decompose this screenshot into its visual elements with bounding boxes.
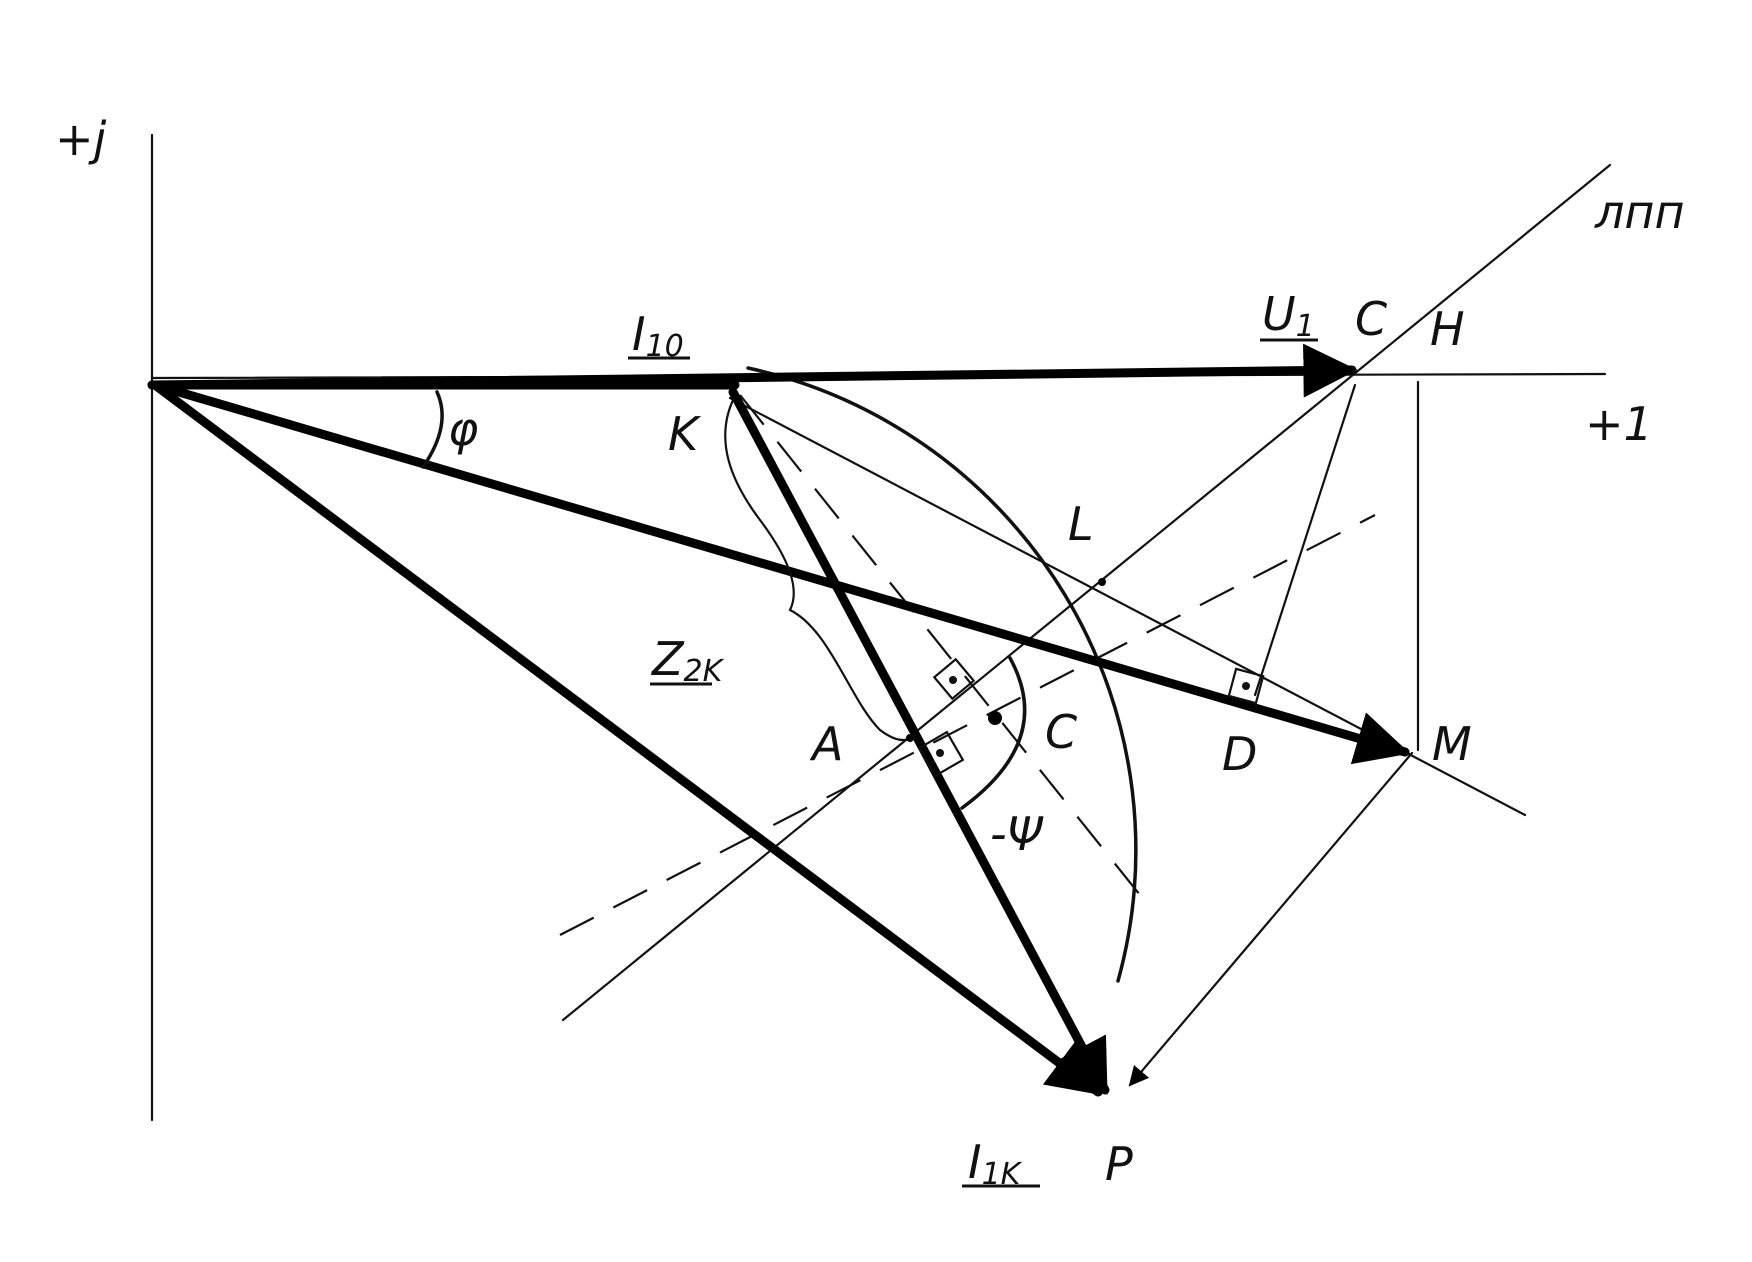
- vector-I1k: [150, 380, 1103, 1097]
- vector-to-M: [150, 380, 1411, 765]
- label-K: K: [668, 407, 702, 461]
- label-I10-main: I: [632, 307, 646, 361]
- label-P: P: [1105, 1137, 1133, 1191]
- right-angle-mid-dot: [949, 676, 957, 684]
- label-axis-real: +1: [1585, 397, 1653, 451]
- label-lpp: лпп: [1594, 185, 1685, 239]
- right-angle-A: [917, 730, 965, 778]
- circle-arc: [746, 366, 1138, 983]
- label-phi: φ: [448, 402, 478, 456]
- label-I1k: I1K: [968, 1135, 1023, 1192]
- dashed-line-1: [559, 514, 1376, 936]
- label-U1: U1: [1262, 287, 1315, 344]
- label-U1-sub: 1: [1296, 309, 1315, 344]
- label-L: L: [1068, 497, 1094, 551]
- label-C-center: C: [1045, 705, 1077, 759]
- phi-arc: [421, 390, 444, 469]
- point-A: [906, 734, 914, 742]
- label-Z2k-main: Z: [650, 632, 685, 686]
- line-C-D: [1253, 383, 1357, 697]
- label-A: A: [809, 717, 843, 771]
- label-C-top: C: [1355, 292, 1387, 346]
- label-Z2k: Z2K: [650, 632, 725, 689]
- right-angle-A-dot: [936, 749, 944, 757]
- label-psi: -Ψ: [990, 807, 1044, 861]
- dashed-line-2: [739, 394, 1141, 896]
- label-U1-main: U: [1262, 287, 1296, 341]
- label-D: D: [1222, 727, 1257, 781]
- label-I1k-main: I: [968, 1135, 982, 1189]
- lpp-line: [561, 163, 1612, 1022]
- point-center-C: [988, 711, 1002, 725]
- label-axis-imag: +j: [55, 112, 107, 166]
- vector-Z2k: [728, 387, 1110, 1095]
- label-I10: I10: [632, 307, 684, 364]
- psi-arc: [960, 656, 1027, 810]
- line-M-P: [1128, 751, 1414, 1087]
- point-L: [1098, 578, 1106, 586]
- label-M: M: [1432, 717, 1472, 771]
- z2k-brace: [724, 398, 917, 742]
- right-angle-D-dot: [1242, 682, 1250, 690]
- right-angle-mid: [932, 657, 976, 701]
- label-H: H: [1430, 302, 1465, 356]
- right-angle-D: [1227, 667, 1265, 705]
